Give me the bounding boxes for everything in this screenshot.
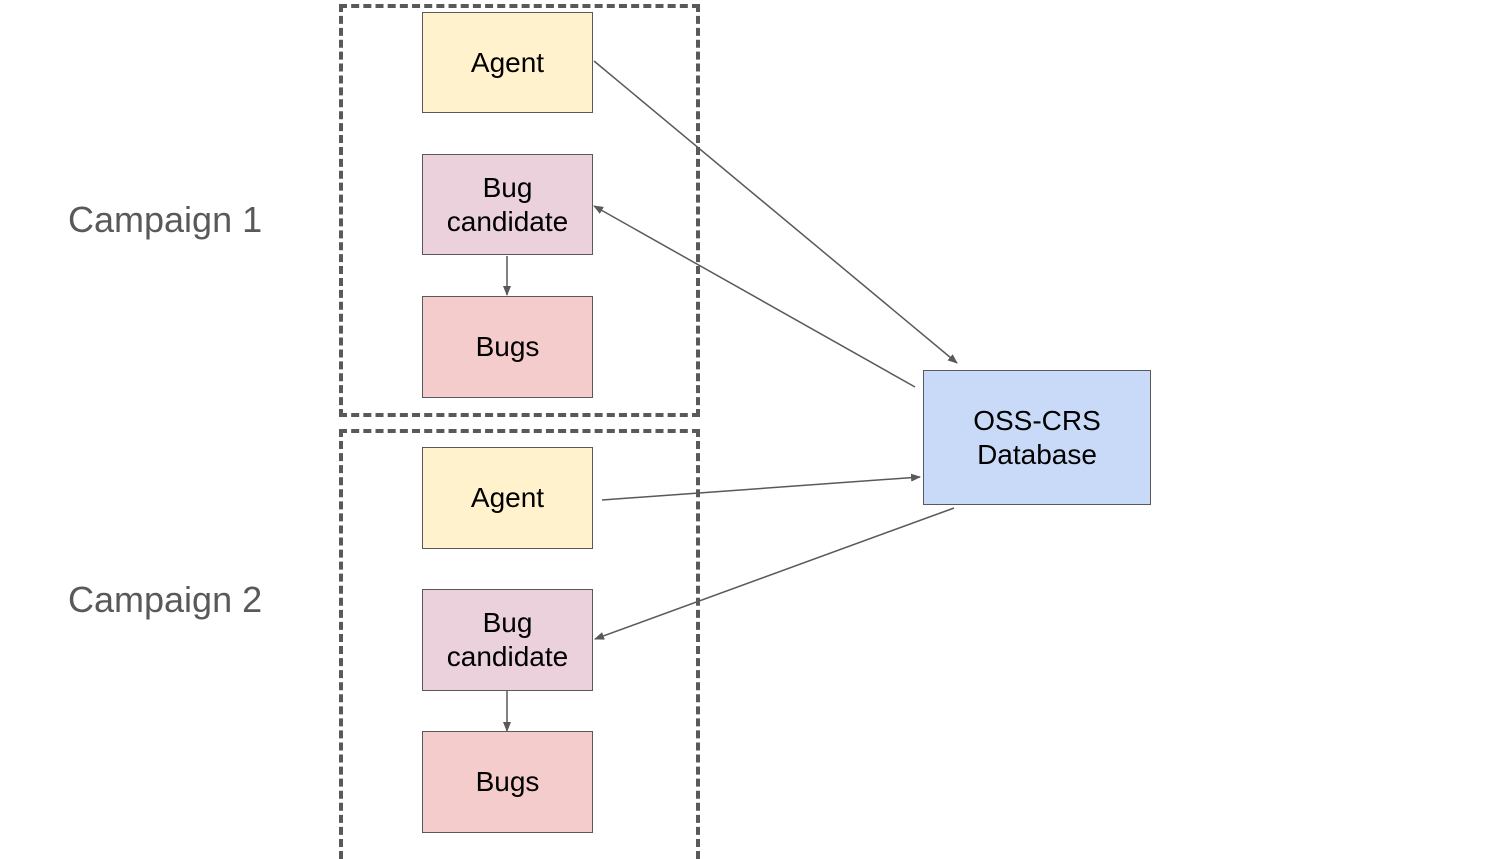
campaign-1-bug-candidate-line-2: candidate bbox=[446, 205, 569, 237]
database-label-line-1: OSS-CRS bbox=[973, 404, 1101, 436]
campaign-2-bugs-label: Bugs bbox=[475, 766, 540, 797]
campaign-1-bugs-box: Bugs bbox=[422, 296, 593, 398]
campaign-2-label: Campaign 2 bbox=[68, 579, 263, 620]
campaign-1-bug-candidate-box: Bug candidate bbox=[422, 154, 593, 255]
campaign-1-bugs-label: Bugs bbox=[475, 331, 540, 362]
campaign-1-agent-label: Agent bbox=[470, 46, 545, 78]
campaign-2-agent-box: Agent bbox=[422, 447, 593, 549]
campaign-1-bug-candidate-line-1: Bug bbox=[482, 171, 533, 203]
campaign-2-bugs-box: Bugs bbox=[422, 731, 593, 833]
campaign-2-bug-candidate-line-2: candidate bbox=[446, 641, 569, 672]
campaign-1-agent-box: Agent bbox=[422, 12, 593, 113]
database-label-line-2: Database bbox=[977, 438, 1097, 470]
campaign-2-frame bbox=[339, 429, 700, 859]
oss-crs-database-box: OSS-CRS Database bbox=[923, 370, 1151, 505]
campaign-2-bug-candidate-box: Bug candidate bbox=[422, 589, 593, 691]
campaign-2-agent-label: Agent bbox=[470, 482, 545, 513]
campaign-2-bug-candidate-line-1: Bug bbox=[482, 607, 533, 638]
campaign-1-label: Campaign 1 bbox=[68, 199, 263, 240]
